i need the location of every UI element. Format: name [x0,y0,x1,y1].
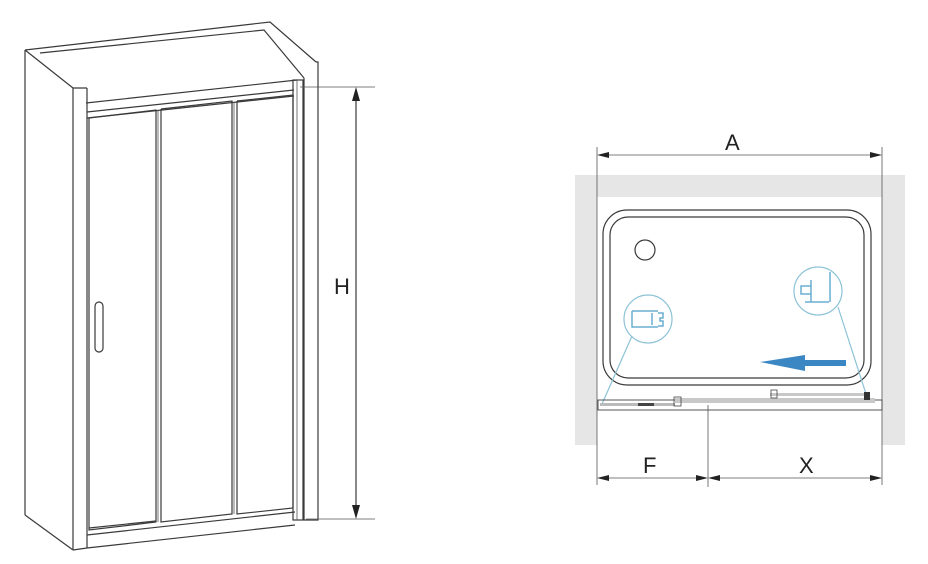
back-wall [597,175,882,197]
drain-icon [634,239,656,261]
shower-tray-inner [609,216,865,379]
wall-niche [24,21,319,551]
height-label: H [334,274,350,299]
profile-detail-left [601,294,673,405]
sliding-direction-arrow [760,355,846,371]
panel-right [236,94,294,515]
door-panels [88,94,294,531]
front-view: H [24,21,375,551]
width-dimension [596,147,883,485]
plan-view: A [575,130,905,487]
profile-detail-right [793,266,868,398]
panel-middle [160,100,233,523]
opening-dimension [597,405,882,487]
opening-label: F [643,453,656,478]
door-rails [597,389,883,411]
door-frame [85,79,304,521]
shower-tray-outer [602,209,872,386]
right-wall [882,175,905,445]
door-handle [94,301,104,353]
width-label: A [725,130,740,155]
panel-left [88,109,157,531]
installed-width-label: X [799,453,814,478]
height-dimension [300,86,375,520]
left-wall [575,175,597,445]
